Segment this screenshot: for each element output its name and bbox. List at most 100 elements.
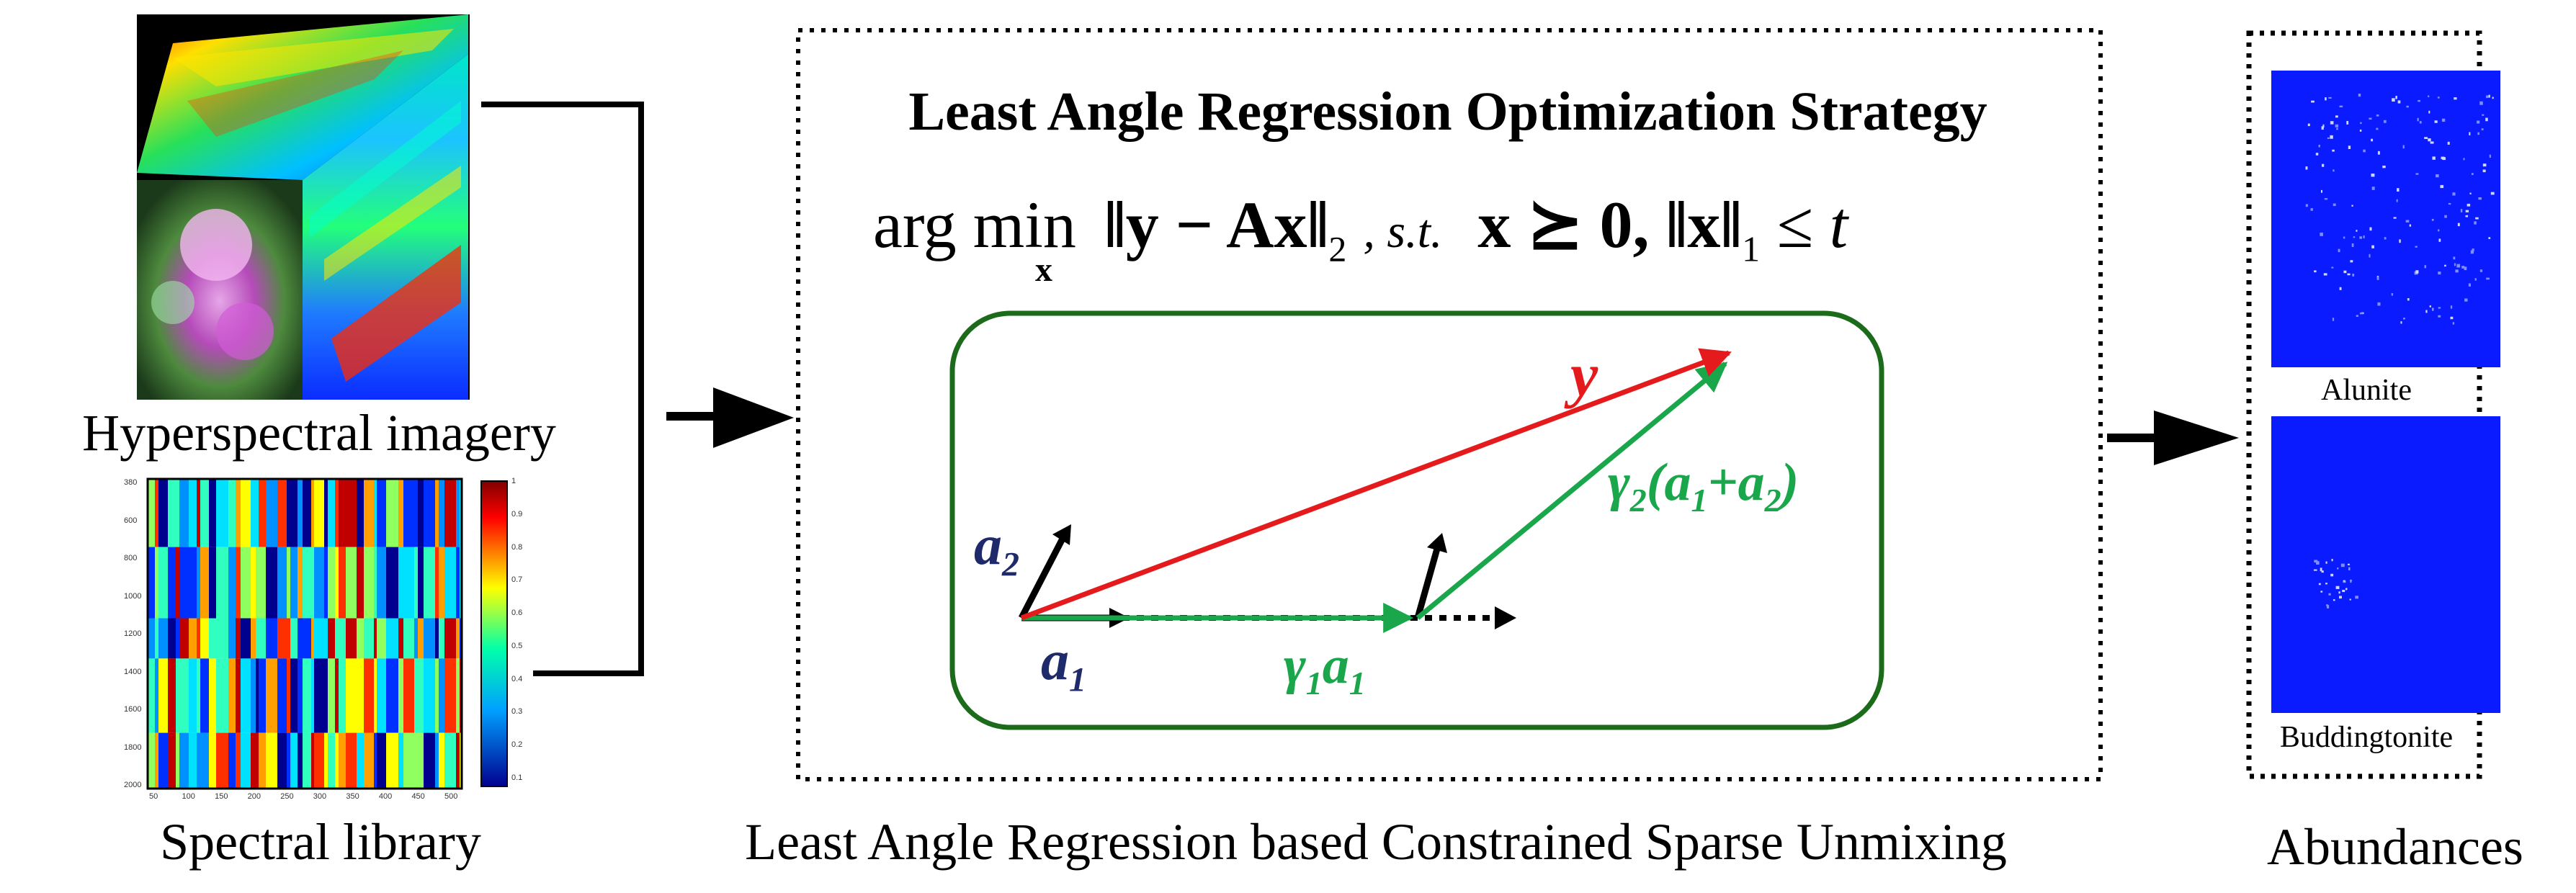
heatmap-cell: [298, 658, 303, 733]
heatmap-cell: [259, 618, 266, 659]
heatmap-cell: [168, 479, 176, 547]
library-x-tick: 50: [149, 792, 158, 801]
abundance-speckle: [2322, 124, 2325, 128]
abundance-speckle: [2438, 272, 2441, 275]
heatmap-cell: [236, 618, 241, 659]
heatmap-cell: [335, 618, 339, 659]
heatmap-cell: [256, 658, 259, 733]
label-gamma2-close: ): [1781, 453, 1799, 512]
abundance-speckle: [2338, 248, 2340, 253]
library-y-tick: 600: [124, 516, 138, 525]
gamma2-vector: [1416, 362, 1728, 620]
heatmap-cell: [328, 618, 335, 659]
abundance-speckle: [2371, 245, 2374, 248]
label-gamma2-open: (a: [1646, 453, 1691, 512]
heatmap-cell: [398, 547, 403, 619]
abundance-speckle: [2310, 208, 2313, 211]
abundance-speckle: [2434, 120, 2438, 123]
abundance-speckle: [2438, 229, 2440, 232]
abundance-speckle: [2340, 563, 2345, 567]
abundance-speckle: [2325, 561, 2327, 564]
abundance-speckle: [2346, 120, 2349, 125]
abundance-speckle: [2486, 95, 2489, 99]
abundance-speckle: [2371, 173, 2375, 177]
label-gamma2-s2: 2: [1764, 481, 1781, 519]
heatmap-cell: [189, 658, 197, 733]
heatmap-cell: [398, 479, 403, 547]
abundance-speckle: [2336, 127, 2338, 130]
input-arrow: [666, 387, 794, 448]
library-x-tick: 150: [215, 792, 228, 801]
abundance-speckle: [2397, 100, 2401, 104]
heatmap-cell: [200, 732, 209, 789]
abundance-speckle: [2485, 117, 2488, 122]
formula-subject-to: , s.t.: [1363, 205, 1443, 258]
heatmap-cell: [298, 547, 303, 619]
heatmap-cell: [314, 479, 324, 547]
abundance-speckle: [2428, 138, 2431, 142]
heatmap-cell: [364, 547, 374, 619]
heatmap-cell: [197, 479, 200, 547]
abundance-speckle: [2435, 174, 2439, 178]
heatmap-cell: [200, 618, 209, 659]
heatmap-cell: [290, 618, 298, 659]
heatmap-cell: [364, 618, 374, 659]
abundance-speckle: [2406, 105, 2409, 108]
heatmap-cell: [424, 732, 435, 789]
heatmap-cell: [179, 479, 189, 547]
formula-l1-variable: x: [1687, 188, 1721, 261]
abundance-speckle: [2315, 153, 2319, 156]
heatmap-cell: [346, 618, 357, 659]
heatmap-cell: [311, 658, 314, 733]
heatmap-cell: [435, 658, 439, 733]
abundance-speckle: [2460, 209, 2463, 212]
heatmap-cell: [324, 547, 328, 619]
label-a2-letter: a: [974, 513, 1002, 576]
abundance-speckle: [2356, 315, 2359, 317]
heatmap-cell: [439, 618, 444, 659]
abundance-speckle: [2448, 202, 2451, 205]
colorbar-tick: 0.2: [511, 740, 523, 750]
heatmap-cell: [303, 547, 311, 619]
abundance-speckle: [2471, 173, 2474, 175]
heatmap-cell: [209, 479, 216, 547]
abundance-speckle: [2465, 215, 2469, 217]
abundance-speckle: [2338, 596, 2342, 599]
heatmap-cell: [277, 658, 287, 733]
abundance-speckle: [2489, 154, 2491, 158]
abundance-speckle: [2430, 141, 2434, 144]
heatmap-cell: [418, 547, 424, 619]
abundance-speckle: [2318, 144, 2320, 148]
abundance-speckle: [2333, 599, 2335, 601]
heatmap-cell: [176, 547, 179, 619]
heatmap-cell: [418, 658, 424, 733]
heatmap-cell: [176, 479, 179, 547]
heatmap-cell: [197, 547, 200, 619]
abundance-speckle: [2490, 192, 2495, 195]
heatmap-cell: [335, 547, 339, 619]
abundance-speckle: [2478, 197, 2482, 200]
label-gamma2-plus: +a: [1707, 453, 1765, 512]
heatmap-cell: [176, 732, 179, 789]
label-y: y: [1570, 340, 1598, 409]
formula-residual: y − Ax: [1125, 188, 1307, 261]
abundance-speckle: [2359, 236, 2362, 239]
abundance-speckle: [2338, 591, 2340, 594]
heatmap-cell: [339, 618, 346, 659]
heatmap-cell: [339, 479, 346, 547]
heatmap-cell: [168, 547, 176, 619]
abundance-speckle: [2320, 591, 2323, 593]
heatmap-cell: [328, 732, 335, 789]
abundance-speckle: [2376, 277, 2379, 280]
formula-norm-bar-left: ‖: [1104, 188, 1126, 261]
heatmap-cell: [298, 618, 303, 659]
heatmap-cell: [357, 732, 364, 789]
abundance-speckle: [2331, 558, 2333, 562]
heatmap-cell: [209, 732, 216, 789]
abundance-speckle: [2428, 95, 2430, 98]
abundance-speckle: [2363, 235, 2365, 238]
library-y-tick: 1200: [124, 629, 142, 638]
input-bracket-connector: [481, 102, 644, 676]
abundance-speckle: [2453, 256, 2456, 260]
heatmap-cell: [444, 658, 456, 733]
